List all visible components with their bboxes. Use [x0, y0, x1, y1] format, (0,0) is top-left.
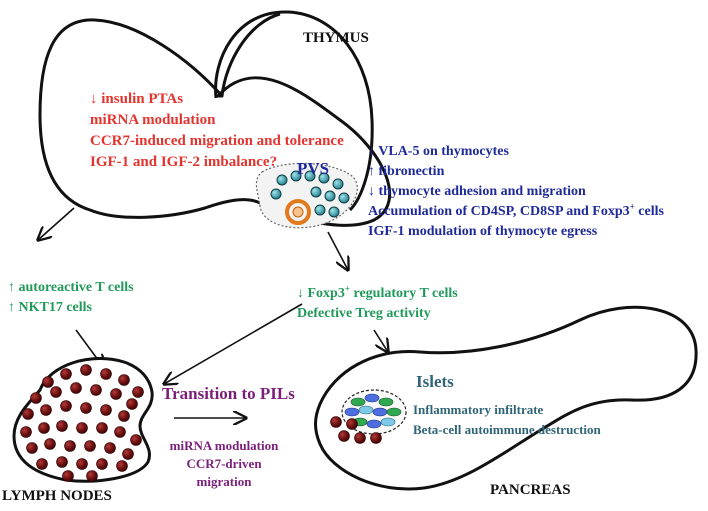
- cell: [80, 364, 92, 376]
- pvs-effect-item: ↑ fibronectin: [368, 164, 445, 179]
- cell: [354, 432, 366, 444]
- foxp3-regulatory: ↓ Foxp3+ regulatory T cells: [297, 284, 458, 304]
- thymus-effect-item: miRNA modulation: [90, 112, 216, 128]
- cell: [132, 386, 144, 398]
- pvs-label: PVS: [297, 159, 330, 178]
- thymus-effects-list: ↓ insulin PTAs miRNA modulation CCR7-ind…: [90, 89, 344, 173]
- pvs-effect-item: ↓ VLA-5 on thymocytes: [368, 144, 509, 159]
- cell: [338, 430, 350, 442]
- cell: [22, 408, 34, 420]
- cell: [116, 460, 128, 472]
- pvs-thymocytes: [270, 170, 350, 225]
- cell: [60, 400, 72, 412]
- cell: [104, 442, 116, 454]
- thymus-right-lobe: [214, 10, 374, 212]
- transition-line: miRNA modulation: [169, 438, 279, 453]
- islets-line: Beta-cell autoimmune destruction: [413, 422, 601, 437]
- pvs-effects-list: ↓ VLA-5 on thymocytes ↑ fibronectin ↓ th…: [368, 142, 664, 242]
- thymus-effect-item: CCR7-induced migration and tolerance: [90, 133, 344, 149]
- cell: [20, 426, 32, 438]
- pvs-egress: IGF-1 modulation of thymocyte egress: [368, 224, 598, 239]
- cell: [42, 376, 54, 388]
- pancreas-outline: [314, 305, 698, 491]
- cell: [40, 404, 52, 416]
- pvs-accumulation: Accumulation of CD4SP, CD8SP and Foxp3+ …: [368, 202, 664, 222]
- accumulation-sup: +: [629, 201, 635, 212]
- cell: [114, 426, 126, 438]
- transition-details: miRNA modulation CCR7-driven migration: [162, 437, 286, 491]
- lymph-node-cells: [20, 364, 144, 482]
- left-output-item: ↑ NKT17 cells: [8, 300, 92, 315]
- pancreas-infiltrating-cells: [330, 416, 382, 444]
- foxp3-prefix: ↓ Foxp3: [297, 286, 345, 301]
- thymus-effect-item: ↓ insulin PTAs: [90, 91, 184, 107]
- cell: [122, 448, 134, 460]
- cell: [26, 442, 38, 454]
- cell: [38, 422, 50, 434]
- treg-activity: Defective Treg activity: [297, 306, 431, 321]
- cell: [56, 456, 68, 468]
- thymus-label: THYMUS: [303, 30, 369, 46]
- cell: [86, 470, 98, 482]
- cell: [330, 416, 342, 428]
- arrow-pvs-to-right: [327, 231, 348, 270]
- cell: [126, 398, 138, 410]
- cell: [118, 374, 130, 386]
- cell: [100, 404, 112, 416]
- transition-line: migration: [196, 474, 252, 489]
- cell: [60, 368, 72, 380]
- cell: [50, 386, 62, 398]
- transition-title: Transition to PILs: [162, 384, 295, 403]
- pancreas-label: PANCREAS: [490, 482, 571, 498]
- islets-line: Inflammatory infiltrate: [413, 402, 544, 417]
- thymus-outline: [38, 12, 392, 227]
- left-output-item: ↑ autoreactive T cells: [8, 280, 134, 295]
- cell: [96, 458, 108, 470]
- lymph-nodes-label: LYMPH NODES: [2, 488, 112, 504]
- transition-line: CCR7-driven: [186, 456, 262, 471]
- cell: [64, 440, 76, 452]
- cell: [118, 410, 130, 422]
- islets-label: Islets: [416, 372, 454, 391]
- cell: [56, 420, 68, 432]
- foxp3-sup: +: [344, 283, 350, 294]
- accumulation-suffix: cells: [634, 204, 664, 219]
- arrow-thymus-to-left: [38, 207, 75, 240]
- cell: [90, 384, 102, 396]
- cell: [44, 438, 56, 450]
- cell: [346, 418, 358, 430]
- cell: [76, 422, 88, 434]
- cell: [130, 434, 142, 446]
- left-output-list: ↑ autoreactive T cells ↑ NKT17 cells: [8, 278, 134, 318]
- cell: [76, 458, 88, 470]
- cell: [110, 388, 122, 400]
- cell: [36, 458, 48, 470]
- accumulation-prefix: Accumulation of CD4SP, CD8SP and Foxp3: [368, 204, 630, 219]
- thymus-effect-item: IGF-1 and IGF-2 imbalance?: [90, 154, 278, 170]
- cell: [100, 368, 112, 380]
- cell: [80, 402, 92, 414]
- cell: [70, 382, 82, 394]
- cell: [84, 440, 96, 452]
- islets-details: Inflammatory infiltrate Beta-cell autoim…: [413, 400, 601, 440]
- cell: [96, 422, 108, 434]
- islet-infiltrate: [344, 393, 402, 429]
- right-output-list: ↓ Foxp3+ regulatory T cells Defective Tr…: [297, 284, 458, 324]
- foxp3-suffix: regulatory T cells: [349, 286, 458, 301]
- pvs-effect-item: ↓ thymocyte adhesion and migration: [368, 184, 586, 199]
- arrow-foxp3-to-pancreas: [373, 329, 388, 352]
- arrow-foxp3-to-lymph: [164, 303, 303, 384]
- cell: [30, 392, 42, 404]
- cell: [62, 470, 74, 482]
- cell: [370, 432, 382, 444]
